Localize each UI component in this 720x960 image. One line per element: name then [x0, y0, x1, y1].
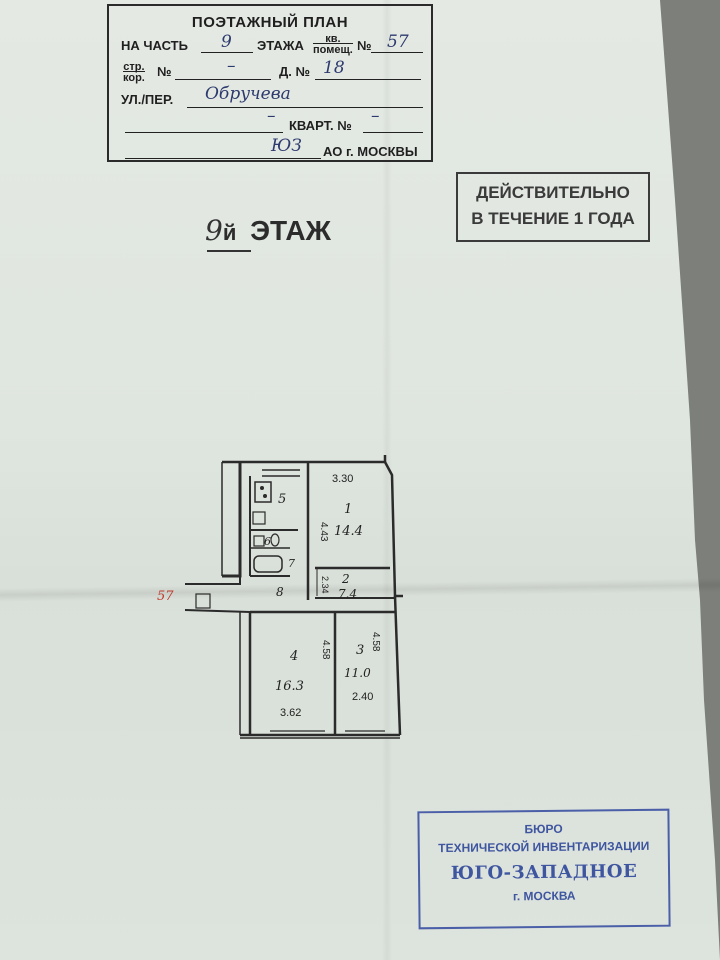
bureau-line-3: ЮГО-ЗАПАДНОЕ — [450, 861, 638, 884]
house-underline — [315, 79, 421, 80]
dash-underline — [125, 132, 283, 133]
room-3-area: 11.0 — [344, 666, 371, 680]
floor-heading: 9й ЭТАЖ — [205, 214, 331, 252]
stove-burner-icon — [260, 486, 264, 490]
house-label: Д. № — [279, 64, 310, 79]
room-4-area: 16.3 — [275, 679, 304, 694]
dash-value: – — [267, 106, 276, 126]
stove-burner-icon — [263, 494, 267, 498]
validity-line-2: В ТЕЧЕНИЕ 1 ГОДА — [471, 209, 635, 228]
bathtub-icon — [253, 555, 283, 573]
floor-heading-underline — [207, 250, 251, 252]
room-1-area: 14.4 — [334, 524, 363, 539]
dim-room2-depth: 2.34 — [320, 576, 330, 594]
kv-label: кв. помещ. — [313, 34, 353, 56]
kvart-value: – — [371, 106, 380, 126]
street-label: УЛ./ПЕР. — [121, 92, 174, 107]
apartment-mark: 57 — [157, 589, 174, 604]
apt-underline — [371, 52, 423, 53]
str-underline — [175, 79, 271, 80]
kvart-underline — [363, 132, 423, 133]
floor-heading-number: 9 — [205, 214, 223, 247]
bureau-stamp: БЮРО ТЕХНИЧЕСКОЙ ИНВЕНТАРИЗАЦИИ ЮГО-ЗАПА… — [417, 808, 671, 930]
room-4-number: 4 — [289, 649, 298, 664]
room-5-number: 5 — [278, 492, 286, 507]
paper-fold-vertical — [382, 0, 392, 960]
floor-heading-label: ЭТАЖ — [250, 215, 331, 246]
dim-bottom-right: 2.40 — [352, 691, 373, 703]
dim-room1-depth: 4.43 — [318, 522, 329, 542]
str-top: стр. — [123, 61, 145, 73]
validity-line-1: ДЕЙСТВИТЕЛЬНО — [476, 183, 630, 202]
str-value: – — [227, 56, 236, 76]
room-6-number: 6 — [264, 535, 271, 548]
floor-heading-suffix: й — [222, 220, 237, 245]
house-value: 18 — [323, 58, 345, 78]
dim-top-width: 3.30 — [332, 473, 353, 485]
plan-walls — [184, 455, 403, 739]
part-label: НА ЧАСТЬ — [121, 38, 188, 53]
header-box: ПОЭТАЖНЫЙ ПЛАН НА ЧАСТЬ 9 ЭТАЖА кв. поме… — [107, 4, 433, 162]
apt-no-label: № — [357, 38, 372, 53]
kv-top: кв. — [325, 33, 341, 45]
toilet-icon — [270, 533, 280, 547]
bureau-line-4: г. МОСКВА — [512, 888, 576, 904]
ao-value: ЮЗ — [271, 136, 302, 156]
validity-stamp: ДЕЙСТВИТЕЛЬНО В ТЕЧЕНИЕ 1 ГОДА — [456, 172, 650, 242]
str-no-label: № — [157, 64, 172, 79]
floor-value: 9 — [221, 32, 232, 52]
floor-underline — [201, 52, 253, 53]
entrance-door-icon — [195, 593, 211, 609]
room-2-area: 7.4 — [338, 587, 357, 601]
ao-underline — [125, 158, 321, 159]
room-2-number: 2 — [341, 572, 350, 586]
room-8-number: 8 — [276, 585, 284, 599]
kvart-label: КВАРТ. № — [289, 118, 352, 133]
kv-bottom: помещ. — [313, 43, 353, 56]
dim-room3-depth: 4.58 — [370, 632, 381, 652]
floor-label: ЭТАЖА — [257, 38, 304, 53]
str-label: стр. кор. — [123, 62, 145, 84]
sink-icon — [252, 511, 266, 525]
apt-value: 57 — [387, 32, 409, 52]
room-1-number: 1 — [344, 502, 352, 517]
str-bottom: кор. — [123, 71, 145, 84]
washbasin-icon — [253, 535, 265, 547]
ao-label: АО г. МОСКВЫ — [323, 144, 418, 159]
room-7-number: 7 — [288, 557, 295, 570]
header-title: ПОЭТАЖНЫЙ ПЛАН — [191, 14, 349, 31]
bureau-line-1: БЮРО — [524, 821, 563, 837]
street-value: Обручева — [205, 84, 291, 104]
dim-room4-depth: 4.58 — [320, 640, 331, 660]
bureau-line-2: ТЕХНИЧЕСКОЙ ИНВЕНТАРИЗАЦИИ — [438, 838, 650, 856]
room-3-number: 3 — [356, 643, 364, 658]
stove-icon — [254, 481, 272, 503]
street-underline — [187, 107, 423, 108]
dim-bottom-left: 3.62 — [280, 707, 301, 719]
